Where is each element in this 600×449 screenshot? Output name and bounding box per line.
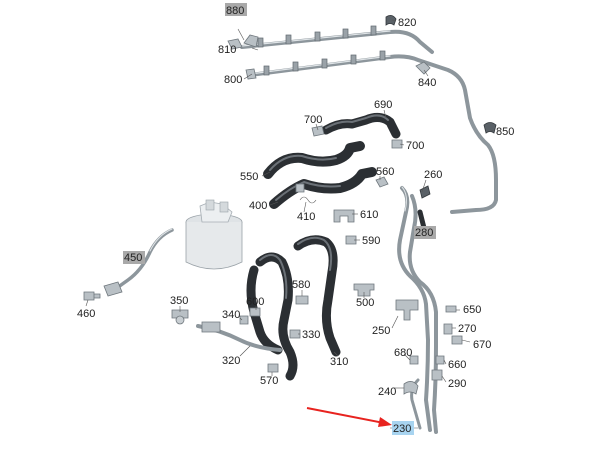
clamp-570	[267, 363, 279, 373]
callout-700[interactable]: 700	[304, 114, 322, 126]
clip-840	[415, 61, 431, 75]
clip-590	[345, 235, 357, 245]
clamp-340	[239, 315, 249, 325]
clip-850	[483, 122, 497, 134]
clamp-700b	[391, 139, 403, 149]
line-450	[103, 228, 174, 297]
callout-310[interactable]: 310	[330, 356, 348, 368]
clip-290	[431, 369, 443, 381]
callout-labels: 880 820 810 800 840 850 700 690 700 550 …	[77, 5, 514, 435]
clamp-600	[249, 307, 261, 317]
callout-820[interactable]: 820	[398, 17, 416, 29]
fuel-rail-lower	[245, 50, 498, 214]
callout-340[interactable]: 340	[222, 309, 240, 321]
badge-880	[225, 3, 247, 16]
clamp-400	[295, 183, 305, 193]
hose-320	[196, 252, 298, 381]
hose-400	[269, 167, 377, 209]
callout-810[interactable]: 810	[218, 44, 236, 56]
callout-660[interactable]: 660	[448, 359, 466, 371]
clamp-700a	[311, 125, 325, 137]
callout-800[interactable]: 800	[224, 74, 242, 86]
callout-450[interactable]: 450	[124, 252, 142, 264]
callout-590[interactable]: 590	[362, 235, 380, 247]
callout-570[interactable]: 570	[260, 375, 278, 387]
callout-840[interactable]: 840	[418, 77, 436, 89]
clip-820	[385, 15, 397, 26]
sensor-350	[171, 309, 189, 325]
callout-560[interactable]: 560	[376, 166, 394, 178]
callout-610[interactable]: 610	[360, 209, 378, 221]
callout-260[interactable]: 260	[424, 169, 442, 181]
hose-550	[263, 141, 365, 179]
badge-450	[123, 251, 145, 264]
hose-310	[293, 235, 341, 357]
leader-lines	[85, 19, 495, 429]
badge-280	[414, 226, 436, 239]
clip-680	[409, 355, 419, 365]
callout-460[interactable]: 460	[77, 308, 95, 320]
callout-680[interactable]: 680	[394, 347, 412, 359]
clip-560	[375, 176, 389, 188]
callout-400[interactable]: 400	[249, 200, 267, 212]
bracket-250	[395, 299, 419, 321]
callout-690[interactable]: 690	[374, 99, 392, 111]
clip-660	[435, 355, 445, 365]
fitting-320	[201, 321, 221, 333]
callout-850[interactable]: 850	[496, 126, 514, 138]
clip-810	[243, 34, 259, 48]
screw-650	[445, 305, 457, 313]
callout-350[interactable]: 350	[170, 295, 188, 307]
callout-500[interactable]: 500	[356, 297, 374, 309]
clip-240	[403, 381, 419, 395]
callout-230[interactable]: 230	[393, 423, 411, 435]
connector-460	[83, 291, 101, 301]
callout-650[interactable]: 650	[463, 304, 481, 316]
callout-290[interactable]: 290	[448, 378, 466, 390]
callout-600[interactable]: 600	[246, 296, 264, 308]
callout-250[interactable]: 250	[372, 325, 390, 337]
callout-410[interactable]: 410	[297, 211, 315, 223]
red-arrow	[306, 407, 392, 427]
clip-260	[419, 185, 431, 199]
clip-410	[299, 196, 317, 204]
bracket-500	[353, 283, 375, 297]
clip-270	[443, 323, 453, 335]
fuel-rail-upper	[227, 25, 434, 54]
callout-270[interactable]: 270	[458, 323, 476, 335]
callout-700-lower[interactable]: 700	[406, 140, 424, 152]
badge-230	[392, 421, 414, 435]
callout-580[interactable]: 580	[292, 279, 310, 291]
callout-280[interactable]: 280	[415, 227, 433, 239]
clip-670	[451, 335, 463, 345]
callout-550[interactable]: 550	[240, 171, 258, 183]
clamp-330	[289, 329, 301, 339]
clamp-580	[295, 295, 309, 305]
fuel-filter	[185, 199, 243, 270]
callout-320[interactable]: 320	[222, 355, 240, 367]
bracket-610	[333, 209, 355, 223]
callout-240[interactable]: 240	[378, 386, 396, 398]
hose-690	[321, 112, 401, 139]
callout-330[interactable]: 330	[302, 329, 320, 341]
callout-670[interactable]: 670	[473, 339, 491, 351]
callout-880[interactable]: 880	[226, 5, 244, 17]
